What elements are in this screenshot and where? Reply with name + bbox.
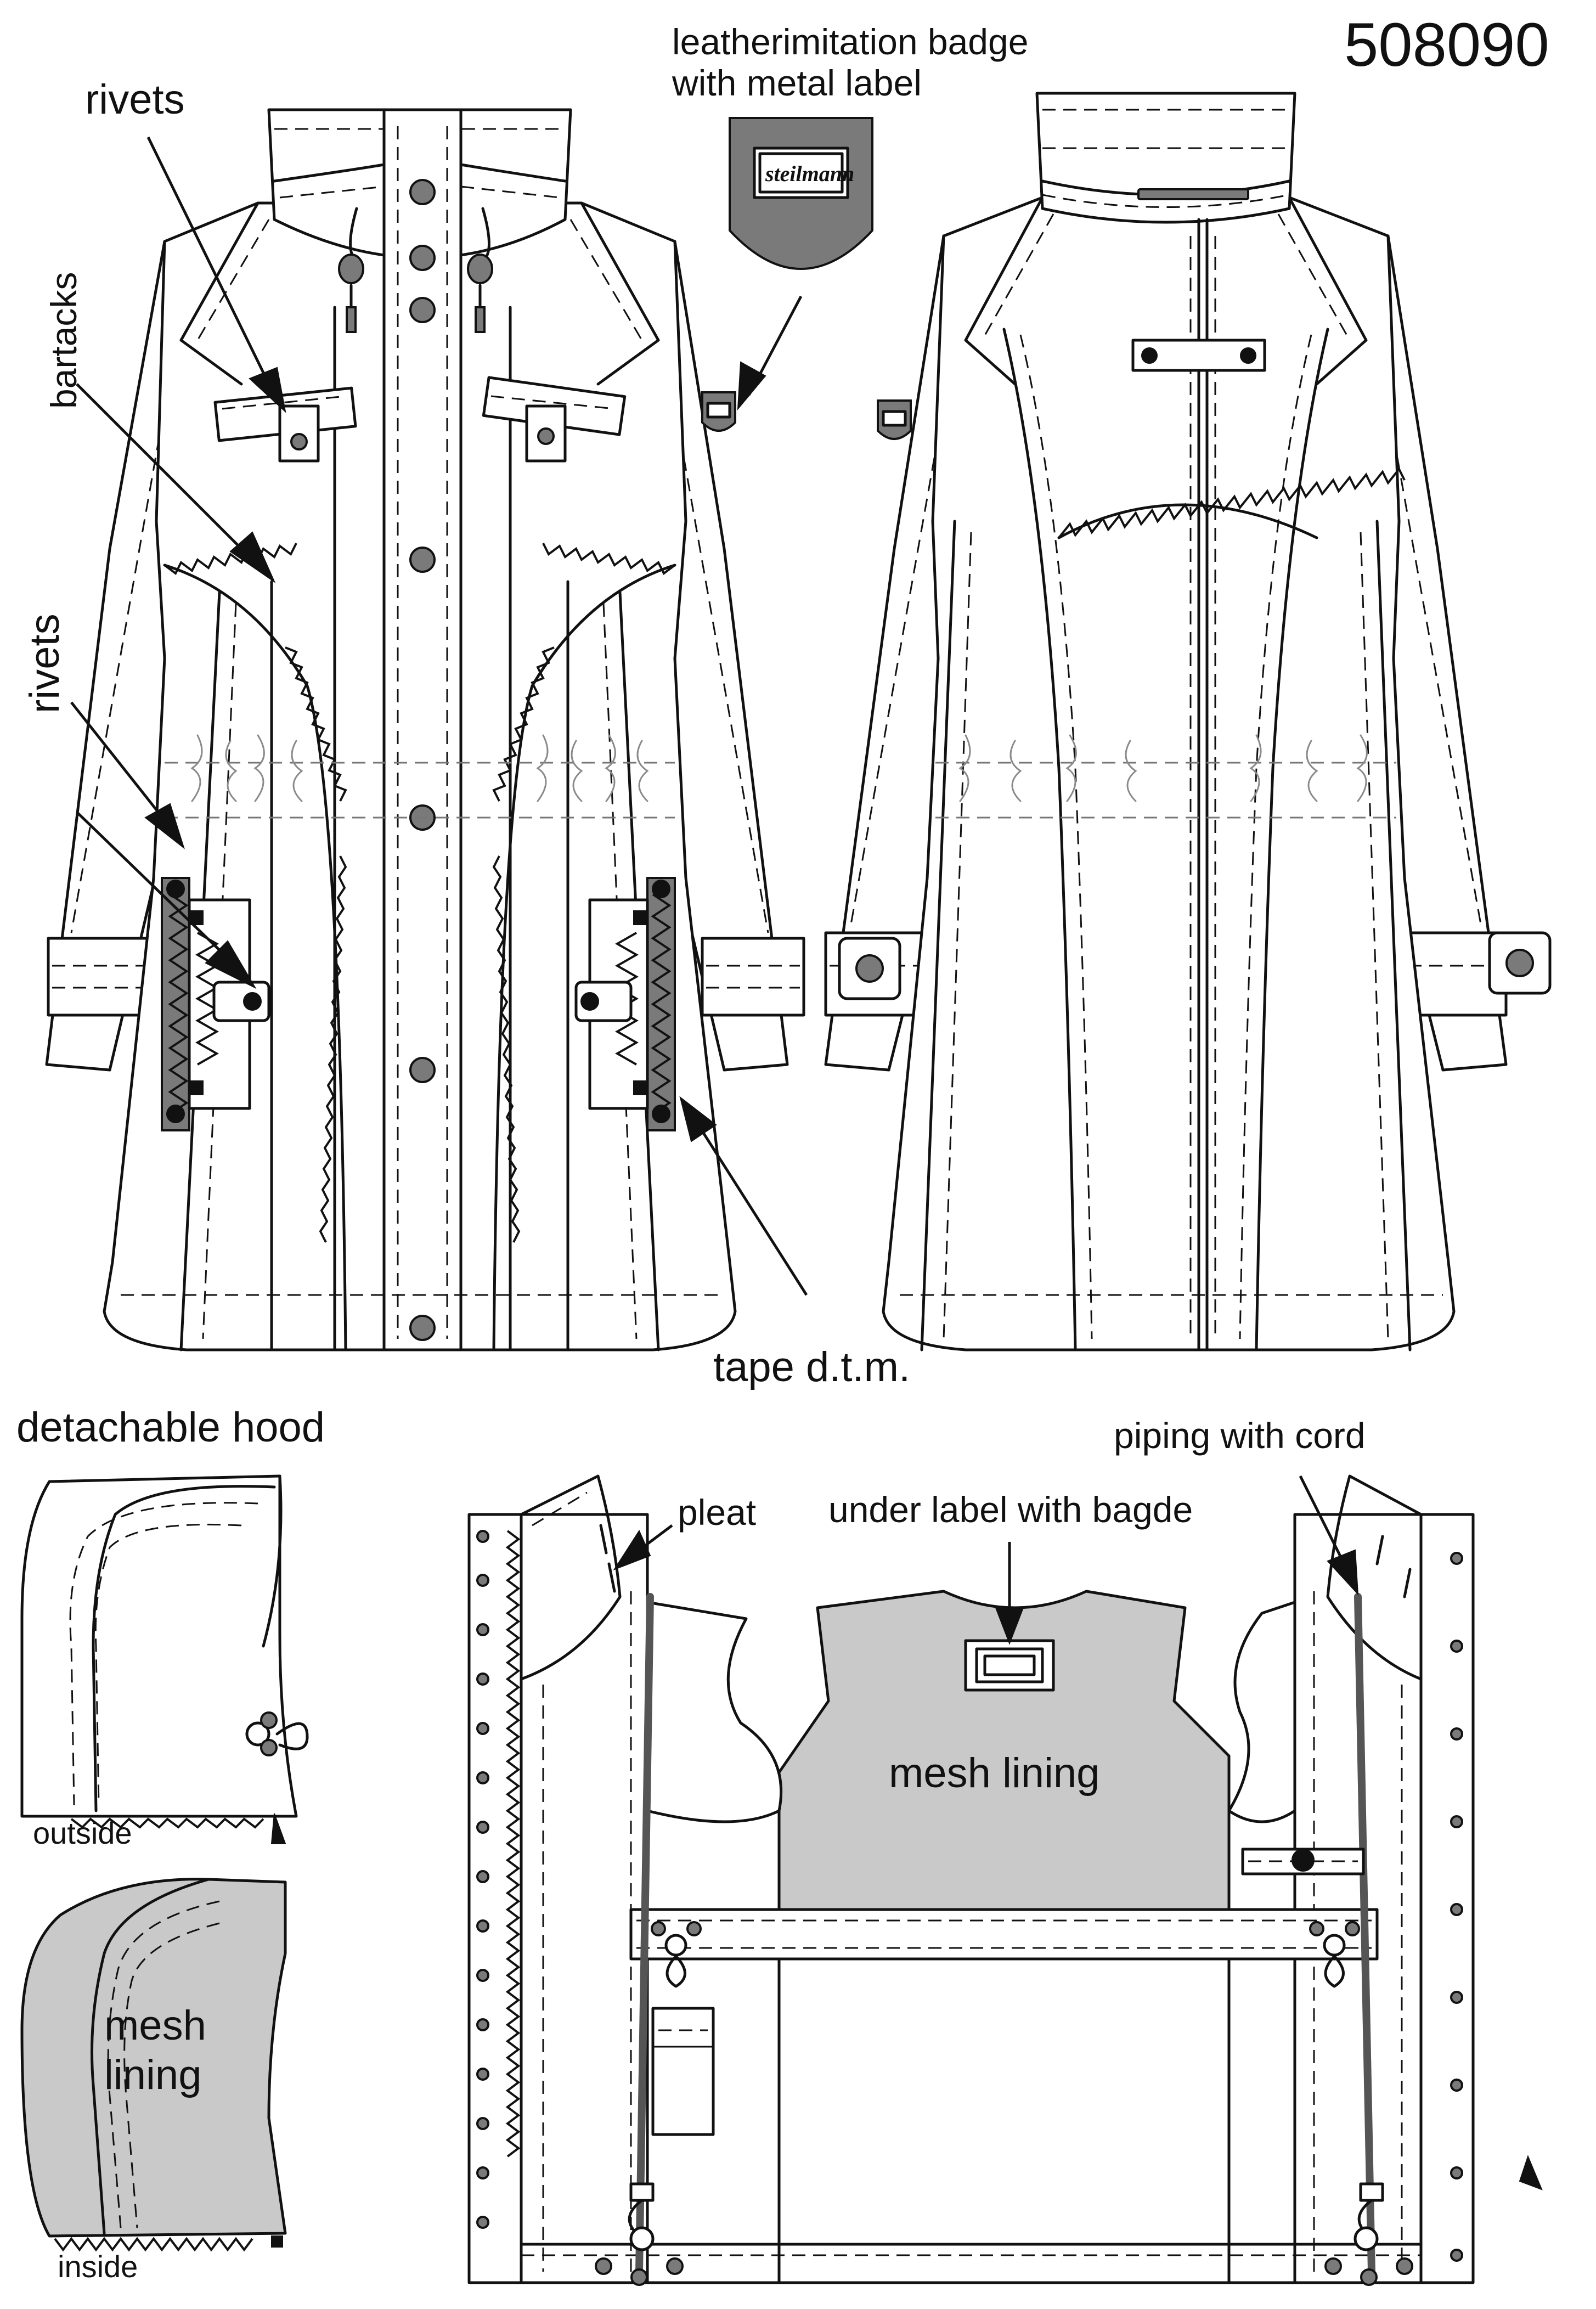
snap-button-icon: [855, 954, 884, 983]
side-pocket-left: [161, 877, 270, 1131]
hood-mesh-label-line2: lining: [104, 2052, 202, 2098]
back-body: [882, 196, 1456, 1351]
front-left-cuff: [47, 937, 151, 1017]
inside-label: inside: [58, 2249, 138, 2284]
outside-label: outside: [33, 1816, 132, 1850]
snap-button-icon: [409, 1315, 436, 1341]
badge-icon: [877, 399, 912, 440]
rivet-icon: [166, 880, 185, 898]
waist-gathering: [958, 734, 1368, 802]
snap-button-icon: [1292, 1849, 1315, 1872]
badge-brand-text: steilmann: [765, 161, 855, 186]
snap-button-icon: [409, 179, 436, 205]
snap-button-icon: [1505, 949, 1534, 977]
hood-mesh-label-line1: mesh: [104, 2002, 206, 2049]
under-label-text: under label with bagde: [828, 1489, 1193, 1530]
arrow-icon: [146, 136, 276, 396]
facing-rivets-left: [476, 1530, 489, 2229]
rivets-label-side: rivets: [21, 613, 68, 713]
metal-label: [753, 147, 849, 199]
front-placket: [382, 108, 463, 1351]
hood-inside: [20, 1878, 287, 2252]
piping-label: piping with cord: [1114, 1415, 1366, 1456]
snap-button-icon: [409, 547, 436, 573]
rivet-icon: [243, 992, 262, 1011]
snap-button-icon: [409, 1057, 436, 1083]
body-mesh-label: mesh lining: [889, 1750, 1100, 1796]
callout-arrows: [70, 136, 1359, 1645]
snap-button-icon: [409, 297, 436, 323]
piping-right: [1354, 1593, 1375, 2276]
cord-stopper-icon: [245, 1711, 309, 1756]
care-label: [651, 2007, 715, 2136]
tape-label: tape d.t.m.: [713, 1344, 911, 1390]
back-view: [824, 92, 1552, 1351]
interior-right-facing: [1419, 1513, 1475, 2284]
piping-left: [635, 1593, 654, 2276]
style-number: 508090: [1344, 10, 1549, 79]
rivet-icon: [1240, 347, 1256, 364]
mesh-lining-back: [777, 1590, 1231, 1911]
badge-label-line2: with metal label: [672, 63, 922, 103]
arrow-icon: [76, 811, 242, 972]
side-pocket-right: [574, 877, 676, 1131]
interior-drawcord-channel: [629, 1908, 1379, 1961]
cord-stopper-icon: [338, 207, 364, 333]
facing-rivets-right: [1450, 1552, 1463, 2262]
rivet-icon: [580, 992, 599, 1011]
detachable-hood-label: detachable hood: [16, 1404, 325, 1451]
front-view: [45, 108, 805, 1351]
cord-stopper-icon: [467, 207, 493, 333]
cord-stopper-icon: [1324, 2182, 1413, 2286]
rivet-icon: [290, 433, 308, 450]
waist-gathering: [190, 734, 649, 802]
bartacks-label: bartacks: [43, 272, 84, 409]
rivet-icon: [166, 1105, 185, 1123]
rivet-icon: [1141, 347, 1158, 364]
cord-stopper-icon: [1309, 1921, 1360, 1988]
inside-pocket: [1241, 1848, 1365, 1876]
rivet-icon: [537, 427, 555, 445]
cord-stopper-icon: [595, 2182, 684, 2286]
arrow-icon: [76, 383, 259, 566]
badge-detail: [729, 117, 873, 270]
rivet-icon: [652, 1105, 670, 1123]
interior-view: [467, 1474, 1543, 2286]
snap-button-icon: [409, 245, 436, 271]
rivets-label-top: rivets: [85, 76, 185, 123]
pleat-label: pleat: [678, 1492, 757, 1533]
back-collar: [1035, 92, 1296, 224]
front-right-cuff: [701, 937, 805, 1017]
hood-outside: [20, 1474, 309, 1844]
arrow-icon: [690, 1113, 808, 1296]
badge-icon: [701, 391, 736, 432]
cord-stopper-icon: [651, 1921, 702, 1988]
back-collar-label: [1137, 188, 1249, 200]
badge-label-line1: leatherimitation badge: [672, 21, 1029, 62]
rivet-icon: [652, 880, 670, 898]
under-label: [964, 1639, 1055, 1692]
